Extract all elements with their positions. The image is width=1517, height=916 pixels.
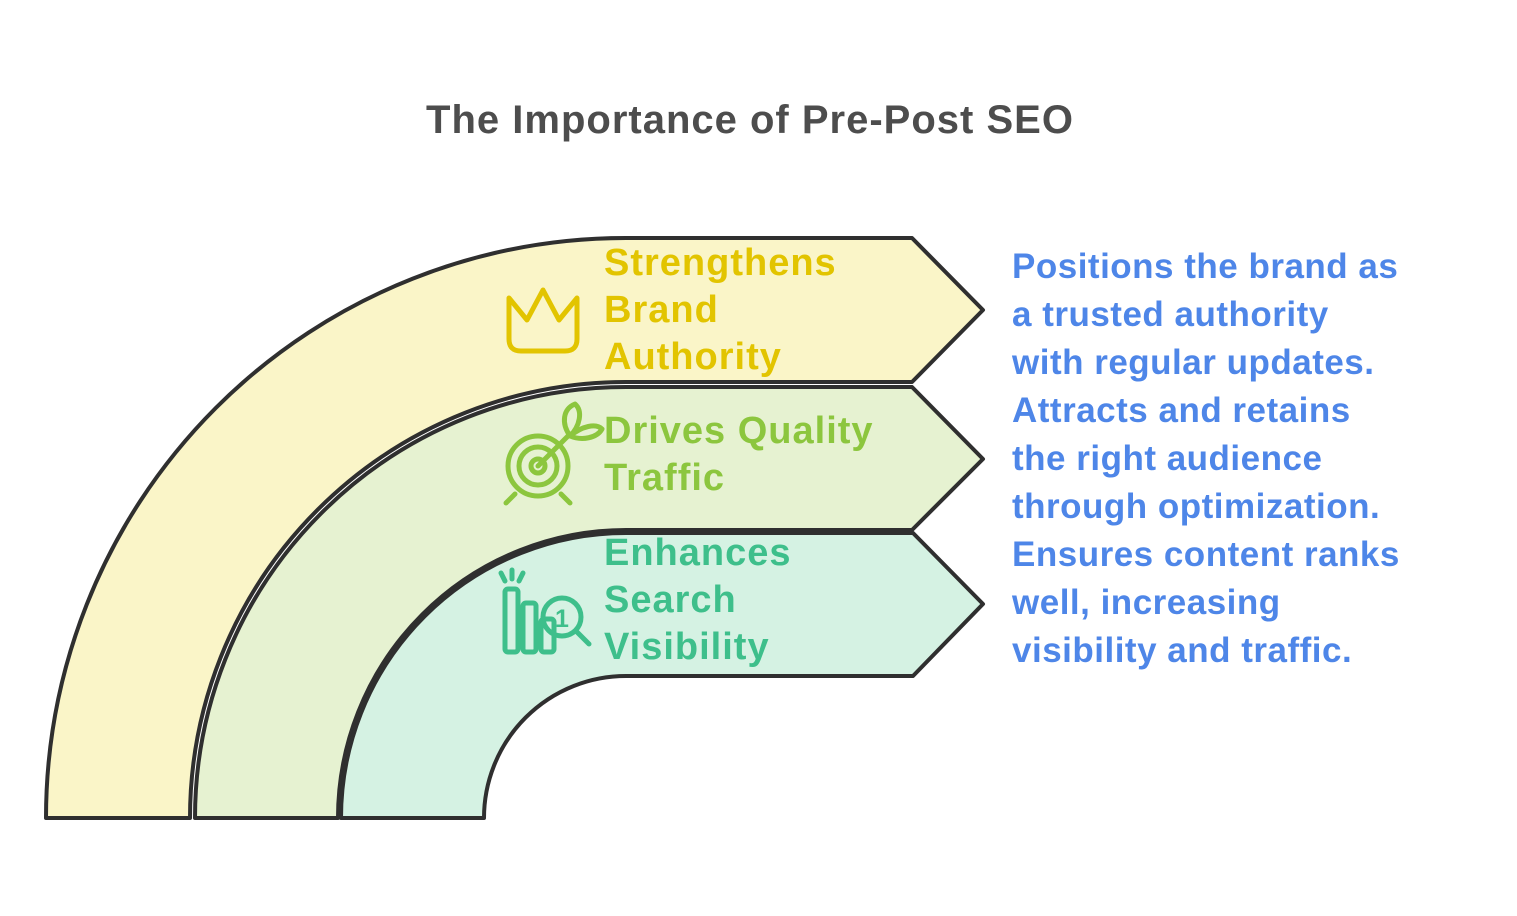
band-label-search-visibility: Enhances Search Visibility <box>604 532 792 668</box>
target-dart-icon <box>503 401 605 506</box>
band-label-quality-traffic: Drives Quality Traffic <box>604 410 874 499</box>
band-label-brand-authority: Strengthens Brand Authority <box>604 242 837 378</box>
page-title: The Importance of Pre-Post SEO <box>426 98 1074 142</box>
search-ranking-icon: 1 <box>498 567 592 655</box>
crown-icon <box>506 287 580 354</box>
band-strengthens-brand-authority <box>44 236 985 820</box>
band-drives-quality-traffic <box>193 385 985 820</box>
description-text: Positions the brand as a trusted authori… <box>1012 247 1400 670</box>
band-enhances-search-visibility <box>339 531 985 820</box>
rank-one-badge: 1 <box>555 605 569 633</box>
